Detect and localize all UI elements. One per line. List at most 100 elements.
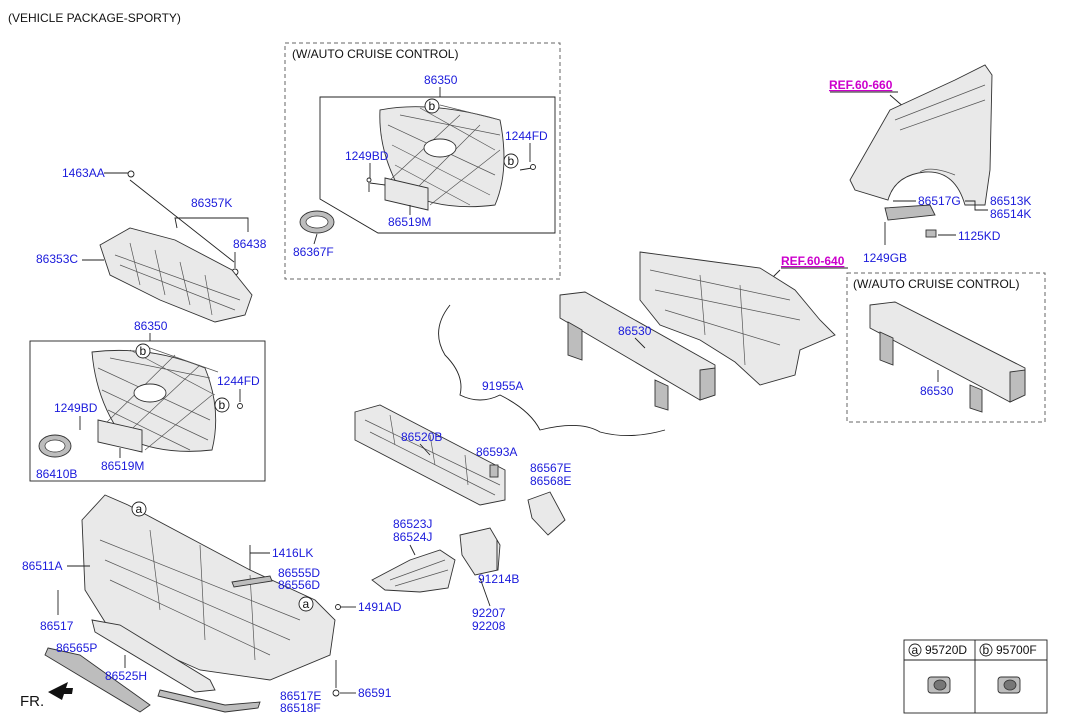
label-86530: 86530 bbox=[618, 324, 652, 338]
legend-a-marker-label: a bbox=[912, 643, 919, 657]
legend-b-marker bbox=[979, 643, 993, 657]
radar-sensor-icon bbox=[997, 676, 1021, 694]
lower-lip-spoiler bbox=[91, 619, 216, 693]
front-end-carrier bbox=[639, 251, 836, 386]
bumper-upper-cover bbox=[99, 227, 253, 323]
front-direction-label: FR. bbox=[20, 693, 44, 710]
front-fender bbox=[849, 64, 993, 206]
label-1249BD-top: 1249BD bbox=[345, 149, 389, 163]
label-91214B: 91214B bbox=[478, 572, 519, 586]
label-86517G: 86517G bbox=[918, 194, 961, 208]
label-86350: 86350 bbox=[134, 319, 168, 333]
parking-sensor-icon bbox=[927, 676, 951, 694]
ref-carrier[interactable]: REF.60-640 bbox=[781, 254, 845, 268]
legend-b-marker-label: b bbox=[983, 643, 990, 657]
callout-a-label: a bbox=[136, 502, 143, 516]
label-86514K: 86514K bbox=[990, 207, 1031, 221]
sensor-legend-table bbox=[903, 639, 1048, 714]
label-86367F: 86367F bbox=[293, 245, 334, 259]
callout-b-marker bbox=[214, 397, 230, 413]
bumper-beam bbox=[559, 291, 716, 411]
grille-bracket-top bbox=[369, 177, 429, 211]
bolt-icon-top-box bbox=[366, 164, 536, 192]
callout-a-marker bbox=[131, 501, 147, 517]
label-1491AD: 1491AD bbox=[358, 600, 402, 614]
label-86591: 86591 bbox=[358, 686, 392, 700]
label-86565P: 86565P bbox=[56, 641, 97, 655]
label-86517: 86517 bbox=[40, 619, 74, 633]
label-86568E: 86568E bbox=[530, 474, 571, 488]
emblem-86367F bbox=[299, 210, 335, 234]
bumper-beam-box bbox=[869, 301, 1026, 413]
fender-bracket bbox=[884, 204, 936, 221]
label-86410B: 86410B bbox=[36, 467, 77, 481]
label-86523J: 86523J bbox=[393, 517, 432, 531]
label-86517E: 86517E bbox=[280, 689, 321, 703]
radiator-grille-top bbox=[379, 104, 505, 208]
lower-strip bbox=[157, 689, 261, 713]
label-86520B: 86520B bbox=[401, 430, 442, 444]
label-86511A: 86511A bbox=[22, 559, 62, 573]
label-1249BD: 1249BD bbox=[54, 401, 98, 415]
label-86513K: 86513K bbox=[990, 194, 1031, 208]
cruise-control-box-top bbox=[284, 42, 561, 280]
callout-a-marker bbox=[298, 596, 314, 612]
emblem-86410B bbox=[38, 434, 72, 458]
callout-b-label: b bbox=[219, 398, 226, 412]
label-92207: 92207 bbox=[472, 606, 506, 620]
callout-b-label: b bbox=[508, 154, 515, 168]
label-86556D: 86556D bbox=[278, 578, 320, 592]
clip-icon bbox=[489, 464, 499, 478]
screw-icon bbox=[332, 689, 340, 697]
garnish-strip bbox=[231, 575, 273, 588]
label-92208: 92208 bbox=[472, 619, 506, 633]
ref-fender[interactable]: REF.60-660 bbox=[829, 78, 893, 92]
callout-b-label: b bbox=[140, 344, 147, 358]
label-1125KD: 1125KD bbox=[958, 229, 1001, 243]
legend-a-part: 95720D bbox=[925, 643, 967, 657]
label-86353C: 86353C bbox=[36, 252, 78, 266]
package-note: (VEHICLE PACKAGE-SPORTY) bbox=[8, 11, 181, 25]
grille-box-outline-top bbox=[319, 96, 556, 234]
label-1416LK: 1416LK bbox=[272, 546, 313, 560]
label-86438: 86438 bbox=[233, 237, 267, 251]
label-91955A: 91955A bbox=[482, 379, 523, 393]
label-86567E: 86567E bbox=[530, 461, 571, 475]
label-1249GB: 1249GB bbox=[863, 251, 907, 265]
screw-icon bbox=[335, 604, 341, 610]
label-86530-box: 86530 bbox=[920, 384, 954, 398]
callout-b-marker bbox=[503, 153, 519, 169]
label-86519M: 86519M bbox=[101, 459, 144, 473]
label-86350-top: 86350 bbox=[424, 73, 458, 87]
callout-a-label: a bbox=[303, 597, 310, 611]
front-arrow-icon bbox=[48, 682, 73, 700]
label-86518F: 86518F bbox=[280, 701, 321, 715]
grille-box-left bbox=[29, 340, 266, 482]
bolt-icon bbox=[237, 403, 243, 409]
lower-moulding bbox=[44, 647, 151, 713]
label-1244FD: 1244FD bbox=[217, 374, 260, 388]
label-86593A: 86593A bbox=[476, 445, 517, 459]
label-86519M-top: 86519M bbox=[388, 215, 431, 229]
label-86555D: 86555D bbox=[278, 566, 320, 580]
fog-lamp-cover bbox=[371, 549, 456, 593]
fog-lamp-housing bbox=[459, 527, 501, 576]
callout-b-marker bbox=[424, 98, 440, 114]
label-1463AA: 1463AA bbox=[62, 166, 105, 180]
cruise-box-top-title: (W/AUTO CRUISE CONTROL) bbox=[292, 47, 458, 61]
legend-b-part: 95700F bbox=[996, 643, 1037, 657]
label-86357K: 86357K bbox=[191, 196, 232, 210]
grille-bracket-left bbox=[97, 419, 143, 453]
clip-icon bbox=[127, 170, 135, 178]
bolt-icon bbox=[884, 222, 937, 245]
label-86524J: 86524J bbox=[393, 530, 432, 544]
label-86525H: 86525H bbox=[105, 669, 147, 683]
label-1244FD-top: 1244FD bbox=[505, 129, 548, 143]
wiring-harness bbox=[438, 304, 666, 437]
legend-a-marker bbox=[908, 643, 922, 657]
moulding-strip bbox=[129, 179, 235, 263]
callout-b-marker bbox=[135, 343, 151, 359]
callout-b-label: b bbox=[429, 99, 436, 113]
cruise-box-right-title: (W/AUTO CRUISE CONTROL) bbox=[853, 277, 1019, 291]
